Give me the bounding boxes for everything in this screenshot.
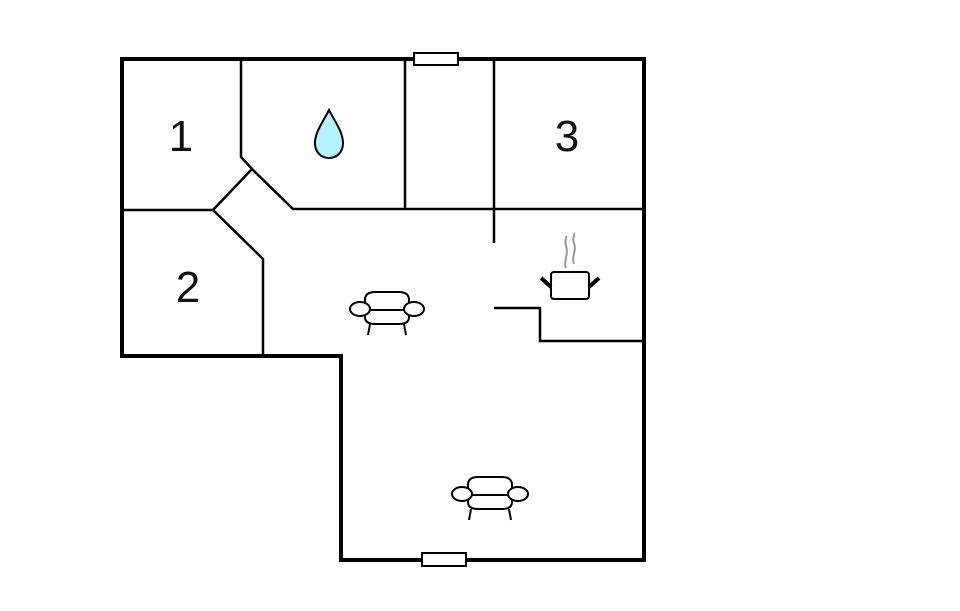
armchair-icon	[451, 476, 529, 521]
armchair-icon	[349, 291, 425, 336]
room-2-label: 2	[175, 263, 201, 312]
room-1-label: 1	[168, 112, 194, 161]
outer-wall	[120, 57, 646, 562]
water-drop-icon	[313, 107, 345, 160]
window-bottom	[421, 552, 467, 567]
inner-walls	[122, 59, 644, 356]
window-top	[413, 52, 459, 66]
room-3-label: 3	[554, 112, 580, 161]
cooking-pot-icon	[539, 232, 601, 300]
